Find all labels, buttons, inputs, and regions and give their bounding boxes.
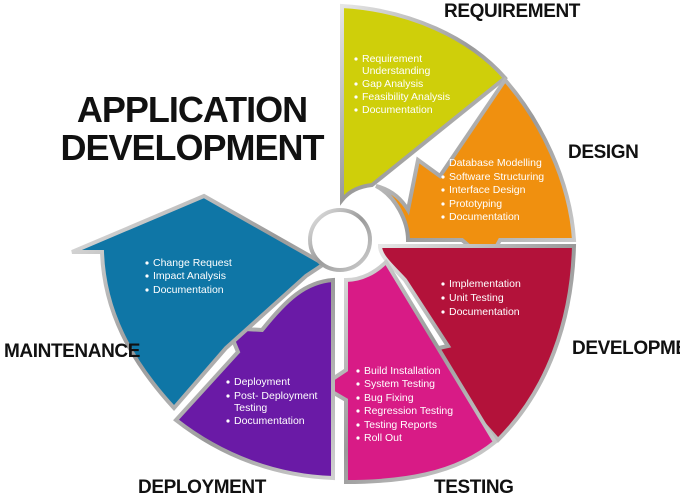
- bullet-text: Database Modelling: [449, 157, 542, 169]
- design-segment: [375, 76, 577, 266]
- bullet-text: Roll Out: [364, 432, 402, 444]
- requirement-bullets: Requirement Understanding Gap Analysis F…: [354, 53, 450, 116]
- center-hub: [308, 208, 372, 272]
- bullet-text: Testing Reports: [364, 419, 437, 431]
- requirement-segment: [340, 3, 508, 206]
- bullet-dot: [145, 274, 149, 278]
- stage-label-development: DEVELOPMENT: [572, 338, 680, 359]
- bullet-text: Bug Fixing: [364, 392, 414, 404]
- bullet-dot: [441, 215, 445, 219]
- bullet-dot: [226, 380, 230, 384]
- bullet-text: Prototyping: [449, 198, 502, 210]
- bullet-dot: [145, 261, 149, 265]
- bullet-text: Documentation: [362, 104, 433, 116]
- bullet-dot: [226, 419, 230, 423]
- bullet-dot: [356, 396, 360, 400]
- bullet-text: Documentation: [234, 415, 305, 427]
- bullet-text: Post- Deployment: [234, 390, 318, 402]
- bullet-dot: [354, 95, 358, 99]
- title-line-1: APPLICATION: [77, 89, 307, 130]
- bullet-text: Software Structuring: [449, 171, 544, 183]
- bullet-dot: [356, 436, 360, 440]
- bullet-dot: [145, 288, 149, 292]
- bullet-text: Documentation: [449, 306, 520, 318]
- bullet-text: Interface Design: [449, 184, 526, 196]
- bullet-text: Impact Analysis: [153, 270, 226, 282]
- bullet-dot: [356, 423, 360, 427]
- stage-label-requirement: REQUIREMENT: [444, 1, 581, 22]
- bullet-text: Regression Testing: [364, 405, 453, 417]
- bullet-text: Documentation: [449, 211, 520, 223]
- bullet-text: System Testing: [364, 378, 435, 390]
- bullet-dot: [441, 296, 445, 300]
- stage-label-design: DESIGN: [568, 142, 638, 163]
- stage-label-maintenance: MAINTENANCE: [4, 341, 140, 362]
- bullet-text: Build Installation: [364, 365, 441, 377]
- bullet-text: Feasibility Analysis: [362, 91, 450, 103]
- bullet-dot: [441, 161, 445, 165]
- testing-segment: [318, 258, 498, 485]
- design-bullets: Database Modelling Software Structuring …: [441, 157, 544, 223]
- bullet-dot: [441, 282, 445, 286]
- bullet-dot: [226, 394, 230, 398]
- deployment-segment: [173, 277, 335, 481]
- bullet-dot: [441, 202, 445, 206]
- bullet-text: Unit Testing: [449, 292, 504, 304]
- bullet-text: Deployment: [234, 376, 290, 388]
- stage-label-testing: TESTING: [434, 477, 514, 495]
- maintenance-segment: [71, 193, 328, 412]
- deployment-bullets: Deployment Post- Deployment Testing Docu…: [226, 376, 318, 427]
- title-line-2: DEVELOPMENT: [60, 127, 324, 168]
- bullet-dot: [356, 382, 360, 386]
- bullet-dot: [441, 310, 445, 314]
- bullet-text: Requirement: [362, 53, 422, 65]
- maintenance-bullets: Change Request Impact Analysis Documenta…: [145, 257, 232, 296]
- bullet-text: Gap Analysis: [362, 78, 423, 90]
- bullet-dot: [356, 409, 360, 413]
- bullet-dot: [441, 175, 445, 179]
- bullet-dot: [354, 57, 358, 61]
- bullet-dot: [441, 188, 445, 192]
- bullet-dot: [356, 369, 360, 373]
- testing-bullets: Build Installation System Testing Bug Fi…: [356, 365, 453, 444]
- stage-label-deployment: DEPLOYMENT: [138, 477, 267, 495]
- bullet-dot: [354, 82, 358, 86]
- bullet-text: Testing: [234, 402, 267, 414]
- bullet-text: Documentation: [153, 284, 224, 296]
- bullet-text: Implementation: [449, 278, 521, 290]
- bullet-dot: [354, 108, 358, 112]
- bullet-text: Change Request: [153, 257, 232, 269]
- development-bullets: Implementation Unit Testing Documentatio…: [441, 278, 521, 318]
- bullet-text: Understanding: [362, 65, 430, 77]
